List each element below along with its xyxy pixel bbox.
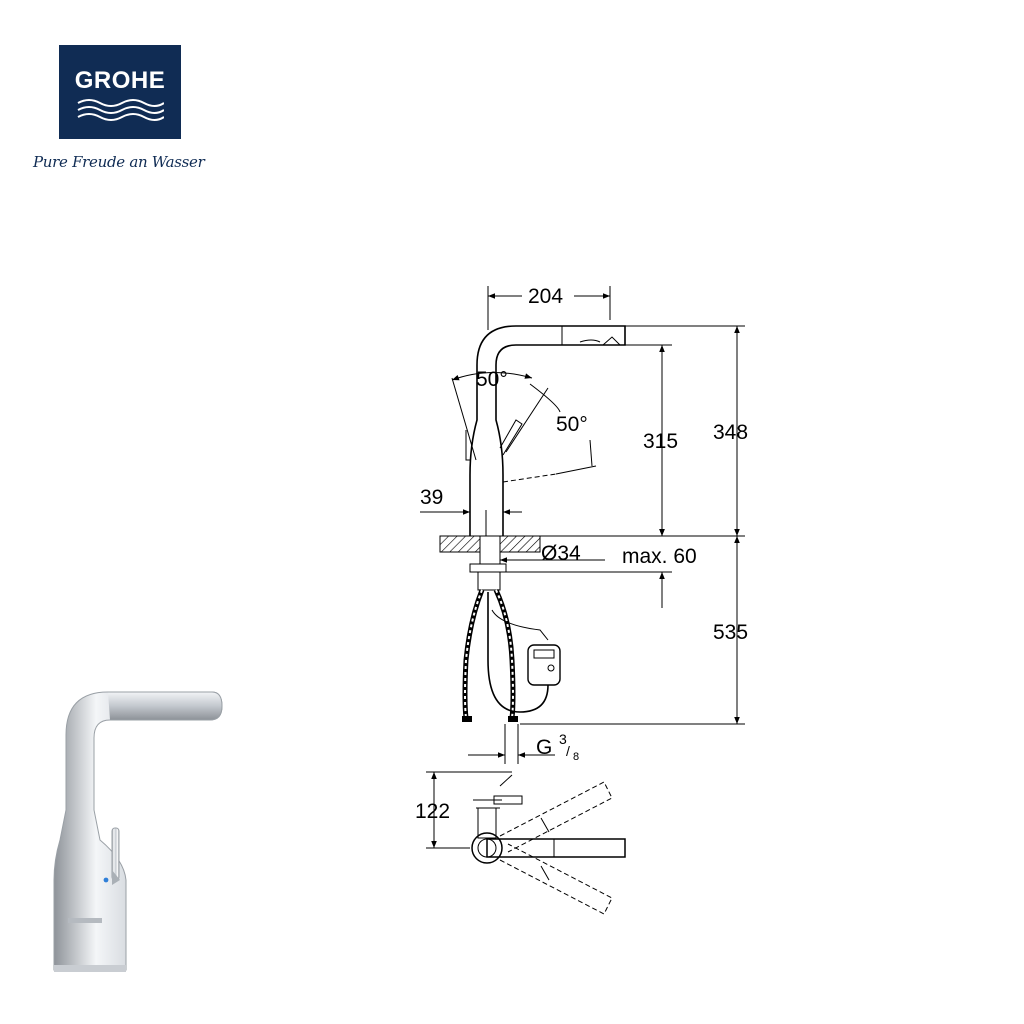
dim-base-offset: 39 <box>420 486 443 509</box>
dim-angle-top: 50° <box>476 368 508 391</box>
faucet-elevation <box>451 325 626 536</box>
wave-logo-icon <box>77 99 164 121</box>
grohe-logo: GROHE <box>59 45 181 139</box>
dim-thread-sup: 3 <box>559 731 567 747</box>
dim-thread: G <box>536 736 552 759</box>
dim-hose-length: 535 <box>713 621 748 644</box>
logo-wordmark: GROHE <box>74 67 166 94</box>
hoses-assembly <box>462 588 561 722</box>
faucet-plan-view <box>426 771 626 915</box>
dim-max-thickness: max. 60 <box>622 545 697 568</box>
dim-width-spout: 204 <box>528 285 563 308</box>
dim-thread-slash: / <box>566 743 570 759</box>
faucet-photo-icon <box>53 691 223 972</box>
dim-angle-side: 50° <box>556 413 588 436</box>
dim-depth-plan: 122 <box>415 800 450 823</box>
dim-thread-sub: 8 <box>573 751 579 763</box>
dim-bore: Ø34 <box>541 542 581 565</box>
countertop-section <box>439 535 745 591</box>
dim-height-total: 348 <box>713 421 748 444</box>
brand-tagline: Pure Freude an Wasser <box>33 153 205 171</box>
dim-height-outlet: 315 <box>643 430 678 453</box>
